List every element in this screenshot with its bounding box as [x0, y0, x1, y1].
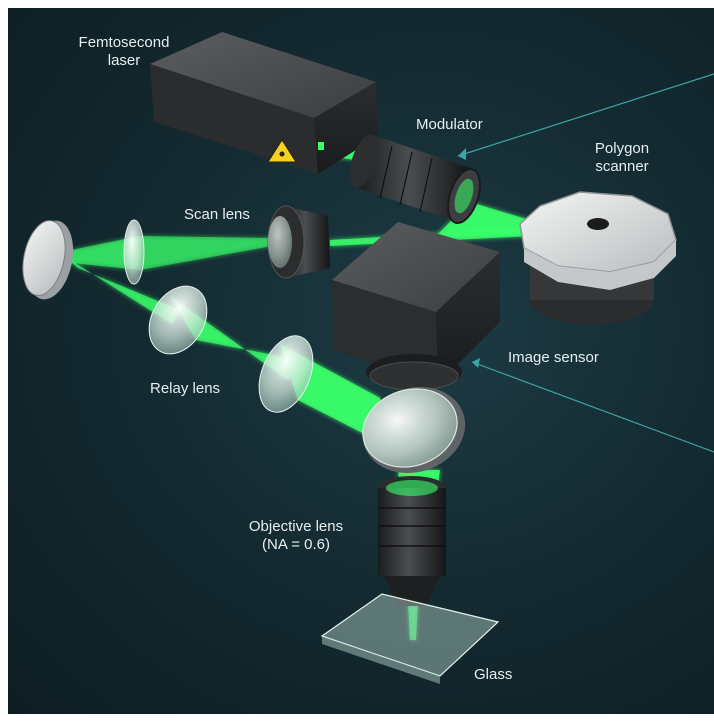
glass-label: Glass [474, 666, 513, 683]
laser-label-line1: Femtosecond [78, 34, 170, 51]
tube-lens [123, 219, 145, 285]
laser-label-line2: laser [107, 52, 141, 69]
polygon-scanner [519, 191, 677, 324]
scan-lens-label: Scan lens [184, 206, 250, 223]
femtosecond-laser-box [150, 32, 378, 174]
beam-modulator-polygon [436, 202, 536, 236]
laser-warning-icon [267, 139, 297, 163]
scan-lens [267, 205, 330, 279]
objective-lens-label: Objective lens (NA = 0.6) [236, 518, 356, 554]
polygon-scanner-label: Polygon scanner [582, 140, 662, 176]
modulator-leader-line [457, 73, 714, 157]
relay-lens-label: Relay lens [150, 380, 221, 397]
dichroic-mirror [362, 386, 466, 474]
sensor-leader-line [471, 361, 714, 453]
modulator-cylinder [349, 134, 481, 224]
folding-mirror [22, 220, 74, 300]
objective-label-line2: (NA = 0.6) [262, 536, 330, 553]
image-sensor-box [332, 222, 500, 391]
glass-slide [320, 593, 500, 677]
modulator-label: Modulator [416, 116, 483, 133]
objective-lens-body [378, 476, 446, 606]
objective-label-line1: Objective lens [248, 518, 344, 535]
femtosecond-laser-label: Femtosecond laser [64, 34, 184, 70]
beam-objective-glass [408, 604, 418, 640]
beam-lens-mirror [62, 236, 140, 270]
glass-slide-edge [322, 636, 440, 684]
polygon-label-line2: scanner [595, 158, 649, 175]
sensor-leader-arrow [472, 358, 480, 368]
image-sensor-label: Image sensor [508, 349, 599, 366]
relay-lens-1 [148, 285, 208, 355]
leader-lines [457, 73, 714, 453]
beam-mirror-relay [64, 256, 180, 324]
modulator-leader-arrow [458, 148, 466, 160]
relay-lens-2 [258, 335, 314, 413]
beam-scanlens-lens [140, 236, 272, 270]
polygon-label-line1: Polygon [594, 140, 650, 157]
